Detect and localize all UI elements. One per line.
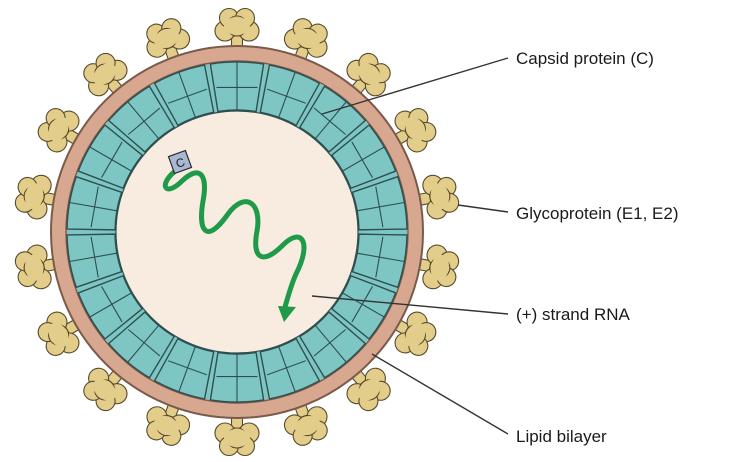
glycoprotein-label: Glycoprotein (E1, E2) [516, 204, 679, 223]
lipid-label: Lipid bilayer [516, 427, 607, 446]
capsid-subunit [210, 62, 263, 112]
glycoprotein-head-core [224, 429, 250, 447]
glycoprotein-leader-line [458, 205, 508, 212]
glycoprotein-head-core [224, 17, 250, 35]
rna-label: (+) strand RNA [516, 305, 630, 324]
virion-core: C [116, 111, 358, 353]
lipid-leader-line [372, 354, 508, 434]
capsid-subunit [210, 352, 263, 402]
capsid-label: Capsid protein (C) [516, 49, 654, 68]
virion-interior [116, 111, 358, 353]
